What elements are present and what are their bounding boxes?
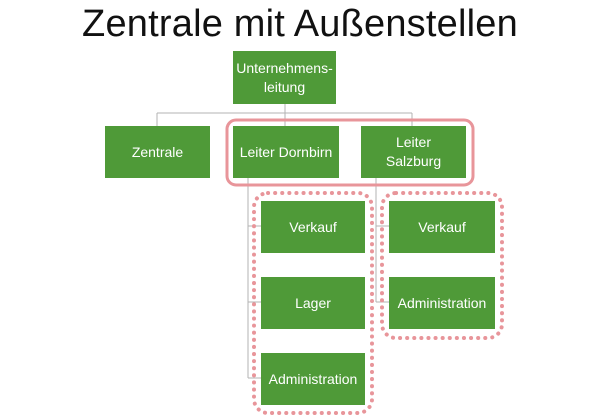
node-salzburg-verkauf[interactable]: Verkauf xyxy=(389,201,495,253)
highlight-dornbirn-departments xyxy=(252,191,374,415)
node-dornbirn-administration[interactable]: Administration xyxy=(261,353,365,405)
node-zentrale[interactable]: Zentrale xyxy=(105,126,210,178)
node-salzburg-administration[interactable]: Administration xyxy=(389,277,495,329)
highlight-leiter-group xyxy=(225,118,475,187)
highlight-salzburg-departments xyxy=(380,191,504,340)
node-dornbirn-verkauf[interactable]: Verkauf xyxy=(261,201,365,253)
node-leiter-dornbirn[interactable]: Leiter Dornbirn xyxy=(233,126,339,178)
node-unternehmensleitung[interactable]: Unternehmens- leitung xyxy=(233,51,336,104)
node-dornbirn-lager[interactable]: Lager xyxy=(261,277,365,329)
node-leiter-salzburg[interactable]: Leiter Salzburg xyxy=(361,126,466,178)
page-title: Zentrale mit Außenstellen xyxy=(82,3,518,45)
